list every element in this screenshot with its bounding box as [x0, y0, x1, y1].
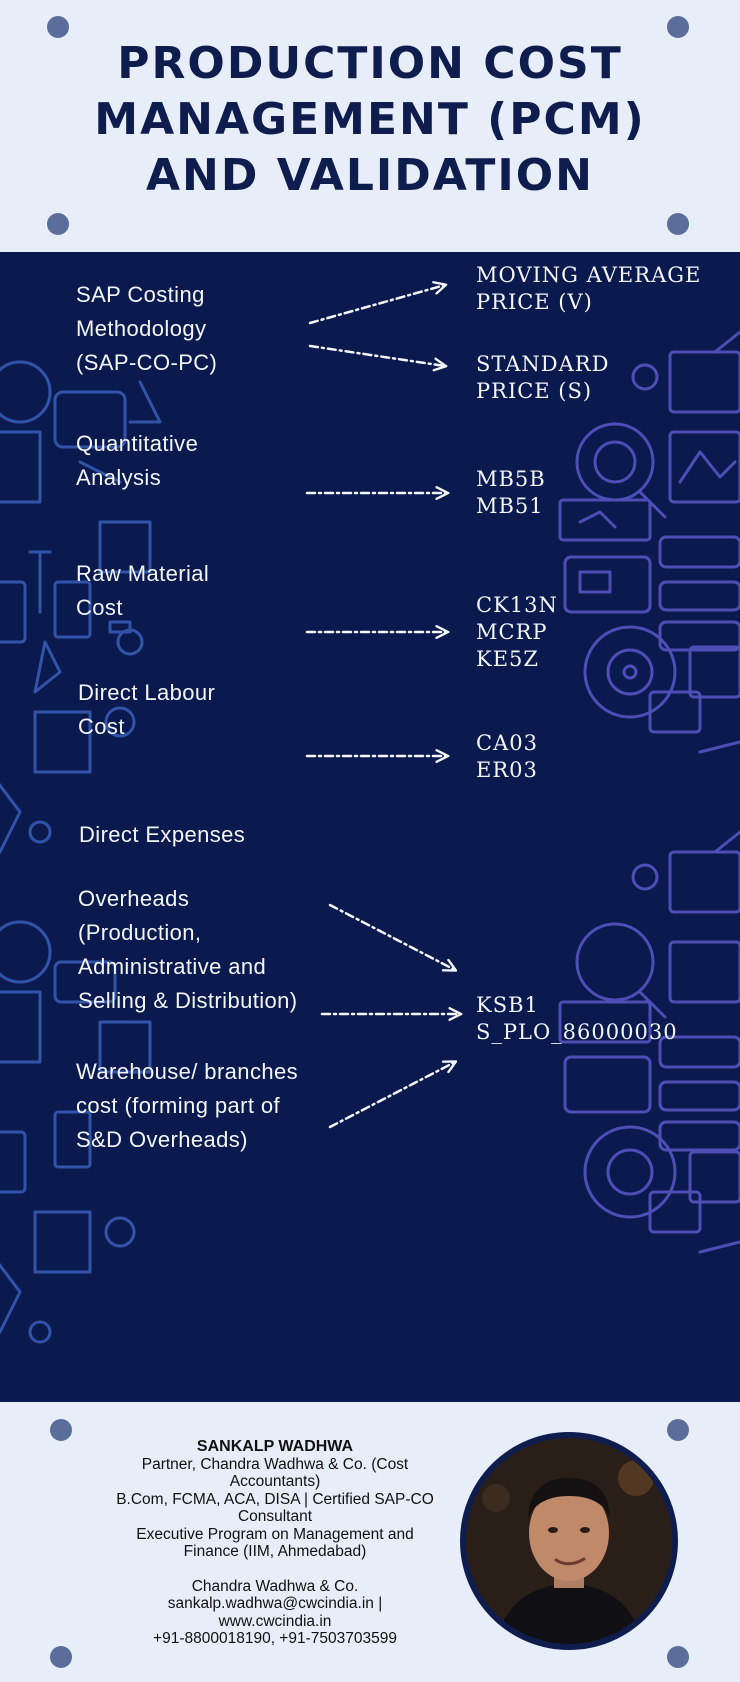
- firm-name: Chandra Wadhwa & Co.: [191, 1577, 359, 1595]
- footer: SANKALP WADHWA Partner, Chandra Wadhwa &…: [0, 1402, 740, 1682]
- title-line: MANAGEMENT (PCM): [94, 94, 646, 145]
- author-name: SANKALP WADHWA: [196, 1438, 354, 1455]
- page-title: PRODUCTION COST MANAGEMENT (PCM) AND VAL…: [40, 36, 700, 204]
- bio-line: Finance (IIM, Ahmedabad): [183, 1543, 367, 1560]
- label-direct-expenses: Direct Expenses: [79, 822, 246, 847]
- author-bio: SANKALP WADHWA Partner, Chandra Wadhwa &…: [80, 1438, 470, 1648]
- corner-dot: [667, 1646, 689, 1668]
- label-sap-costing: SAP Costing Methodology (SAP-CO-PC): [76, 282, 218, 375]
- corner-dot: [667, 213, 689, 235]
- bio-line: Executive Program on Management and: [136, 1525, 414, 1543]
- value-moving-average: MOVING AVERAGE PRICE (V): [476, 263, 702, 314]
- bio-line: Accountants): [229, 1473, 321, 1490]
- portrait-illustration: [466, 1438, 672, 1644]
- value-overheads-tcodes: KSB1 S_PLO_86000030: [476, 993, 678, 1044]
- value-direct-labour-tcodes: CA03 ER03: [476, 731, 538, 782]
- value-standard-price: STANDARD PRICE (S): [476, 352, 610, 403]
- bio-line: B.Com, FCMA, ACA, DISA | Certified SAP-C…: [116, 1490, 434, 1508]
- connector-arrows: [305, 252, 740, 1129]
- arrow: [328, 1062, 455, 1129]
- label-raw-material: Raw Material Cost: [76, 561, 210, 620]
- phone-numbers: +91-8800018190, +91-7503703599: [153, 1630, 397, 1647]
- arrow: [308, 344, 445, 366]
- corner-dot: [50, 1419, 72, 1441]
- label-quantitative: Quantitative Analysis: [76, 431, 199, 490]
- label-direct-labour: Direct Labour Cost: [78, 680, 216, 739]
- corner-dot: [47, 213, 69, 235]
- header: PRODUCTION COST MANAGEMENT (PCM) AND VAL…: [0, 0, 740, 252]
- corner-dot: [667, 1419, 689, 1441]
- title-line: AND VALIDATION: [145, 150, 595, 201]
- arrow: [308, 285, 445, 325]
- label-warehouse: Warehouse/ branches cost (forming part o…: [76, 1059, 299, 1152]
- content-panel: SAP Costing Methodology (SAP-CO-PC) Quan…: [0, 252, 740, 1402]
- arrow: [328, 903, 455, 970]
- title-line: PRODUCTION COST: [117, 38, 623, 89]
- bio-line: Consultant: [237, 1508, 313, 1525]
- corner-dot: [47, 16, 69, 38]
- website-link[interactable]: www.cwcindia.in: [218, 1612, 332, 1630]
- label-overheads: Overheads (Production, Administrative an…: [78, 886, 298, 1013]
- corner-dot: [667, 16, 689, 38]
- author-photo: [460, 1432, 678, 1650]
- bio-line: Partner, Chandra Wadhwa & Co. (Cost: [141, 1455, 409, 1473]
- email-link[interactable]: sankalp.wadhwa@cwcindia.in |: [167, 1595, 383, 1612]
- corner-dot: [50, 1646, 72, 1668]
- value-quantitative-tcodes: MB5B MB51: [476, 467, 546, 518]
- value-raw-material-tcodes: CK13N MCRP KE5Z: [476, 593, 558, 671]
